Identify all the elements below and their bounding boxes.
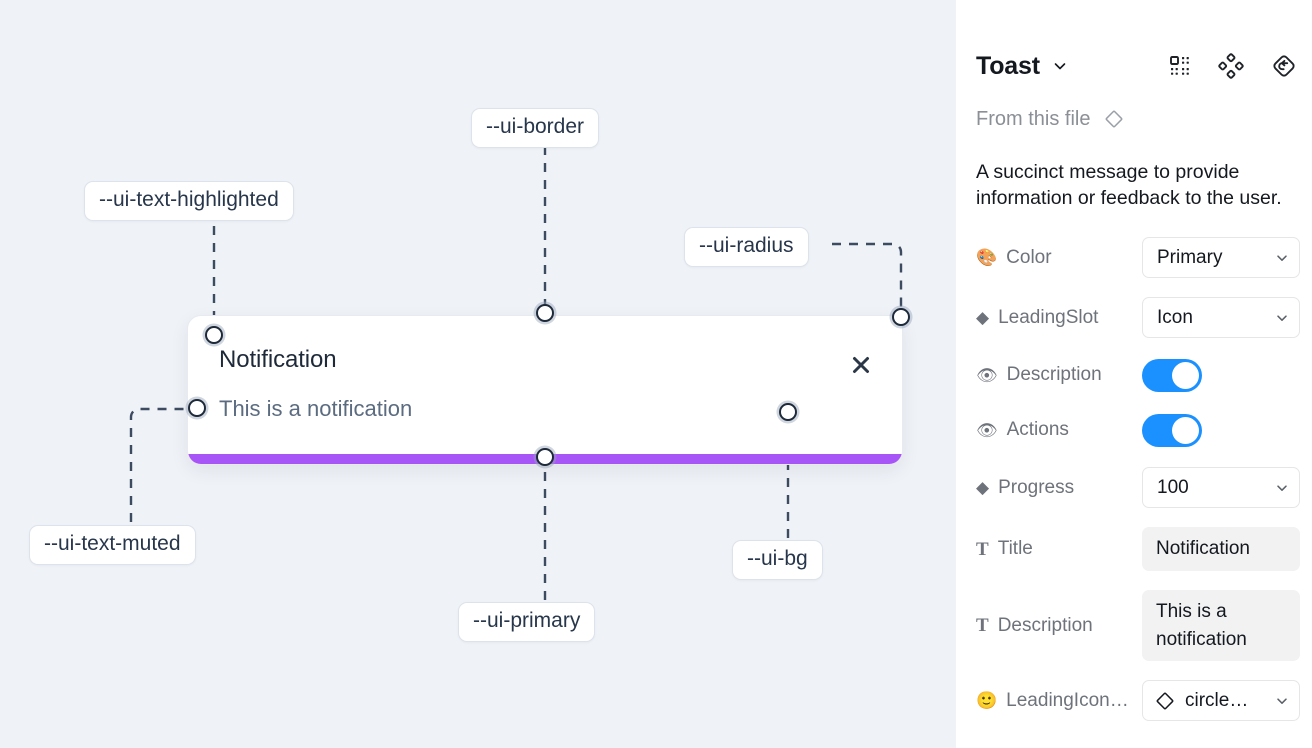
leadingicon-select[interactable]: circle… <box>1142 680 1300 722</box>
callout-chip-ui-bg[interactable]: --ui-bg <box>732 540 823 581</box>
property-row-leadingicon: 🙂 LeadingIcon… circle… <box>976 680 1300 722</box>
property-label-text: Color <box>1006 246 1052 268</box>
title-input[interactable]: Notification <box>1142 527 1300 572</box>
chevron-down-icon <box>1275 481 1289 495</box>
property-label-text: Description <box>997 614 1093 636</box>
diamond-outline-icon <box>1102 107 1126 131</box>
property-label-actions: 👁 Actions <box>976 419 1142 441</box>
property-row-leadingslot: ◆ LeadingSlot Icon <box>976 297 1300 339</box>
panel-header-icons <box>1168 52 1298 80</box>
property-label-text: Actions <box>1006 419 1069 441</box>
title-input-value: Notification <box>1156 538 1250 560</box>
handle-ui-text-highlighted[interactable] <box>205 326 223 344</box>
reset-instance-icon[interactable] <box>1270 52 1298 80</box>
progress-select[interactable]: 100 <box>1142 467 1300 509</box>
property-label-text: Description <box>1006 364 1102 386</box>
toggle-knob <box>1172 361 1199 389</box>
toast-component[interactable]: Notification This is a notification <box>187 315 903 465</box>
toggle-knob <box>1172 416 1199 444</box>
text-icon: T <box>976 538 989 560</box>
actions-toggle[interactable] <box>1142 413 1202 447</box>
handle-ui-radius[interactable] <box>892 308 910 326</box>
property-row-color: 🎨 Color Primary <box>976 237 1300 279</box>
handle-ui-bg[interactable] <box>779 403 797 421</box>
color-select-value: Primary <box>1157 246 1223 268</box>
eye-icon: 👁 <box>976 420 998 440</box>
property-label-text: LeadingSlot <box>998 306 1099 328</box>
variants-diamond-icon[interactable] <box>1218 53 1244 79</box>
leadingicon-select-value: circle… <box>1185 689 1249 711</box>
properties-panel: Toast <box>956 0 1312 748</box>
property-label-leadingslot: ◆ LeadingSlot <box>976 307 1142 329</box>
eye-icon: 👁 <box>976 365 998 385</box>
property-label-text: LeadingIcon… <box>1006 689 1129 711</box>
description-input[interactable]: This is a notification <box>1142 590 1300 662</box>
chevron-down-icon[interactable] <box>1052 58 1068 74</box>
callout-chip-ui-border[interactable]: --ui-border <box>471 108 600 149</box>
chevron-down-icon <box>1275 311 1289 325</box>
callout-chip-ui-text-highlighted[interactable]: --ui-text-highlighted <box>84 181 294 222</box>
description-input-value: This is a notification <box>1156 601 1247 650</box>
component-description: A succinct message to provide informatio… <box>976 161 1282 209</box>
from-this-file-label: From this file <box>976 107 1091 130</box>
connector-ui-text-muted <box>129 407 190 522</box>
callout-chip-ui-radius[interactable]: --ui-radius <box>684 227 809 268</box>
handle-ui-primary[interactable] <box>536 448 554 466</box>
smiley-icon: 🙂 <box>976 691 998 711</box>
page-title: Toast <box>976 51 1040 80</box>
close-x-icon[interactable] <box>848 352 874 378</box>
description-toggle[interactable] <box>1142 358 1202 392</box>
connector-ui-radius <box>832 242 903 311</box>
property-row-actions-toggle: 👁 Actions <box>976 412 1298 448</box>
diamond-outline-icon <box>1153 689 1177 713</box>
toast-description: This is a notification <box>219 396 413 421</box>
callout-chip-ui-text-muted[interactable]: --ui-text-muted <box>29 525 196 566</box>
leadingslot-select-value: Icon <box>1157 306 1193 328</box>
property-row-description-toggle: 👁 Description <box>976 357 1298 393</box>
diamond-solid-icon: ◆ <box>976 308 990 328</box>
handle-ui-text-muted[interactable] <box>188 399 206 417</box>
property-list: 🎨 Color Primary <box>976 237 1300 722</box>
chevron-down-icon <box>1275 251 1289 265</box>
callout-chip-ui-primary[interactable]: --ui-primary <box>458 602 596 643</box>
handle-ui-border[interactable] <box>536 304 554 322</box>
property-row-description-text: T Description This is a notification <box>976 590 1300 662</box>
progress-select-value: 100 <box>1157 476 1189 498</box>
property-label-leadingicon: 🙂 LeadingIcon… <box>976 690 1142 712</box>
design-canvas[interactable]: Notification This is a notification --ui… <box>0 0 956 748</box>
chevron-down-icon <box>1275 694 1289 708</box>
property-row-title: T Title Notification <box>976 527 1300 572</box>
text-icon: T <box>976 615 989 637</box>
property-label-text: Title <box>997 538 1033 560</box>
toast-title: Notification <box>219 346 337 373</box>
property-label-title: T Title <box>976 538 1142 560</box>
property-label-text: Progress <box>998 476 1075 498</box>
property-label-progress: ◆ Progress <box>976 477 1142 499</box>
diamond-solid-icon: ◆ <box>976 478 990 498</box>
color-select[interactable]: Primary <box>1142 237 1300 279</box>
property-label-description-text: T Description <box>976 615 1142 637</box>
property-row-progress: ◆ Progress 100 <box>976 467 1300 509</box>
property-label-description: 👁 Description <box>976 364 1142 386</box>
from-this-file-row[interactable]: From this file <box>976 104 1298 134</box>
panel-header: Toast <box>976 36 1298 96</box>
leadingslot-select[interactable]: Icon <box>1142 297 1300 339</box>
property-label-color: 🎨 Color <box>976 247 1142 269</box>
components-grid-icon[interactable] <box>1168 54 1192 78</box>
palette-icon: 🎨 <box>976 248 998 268</box>
